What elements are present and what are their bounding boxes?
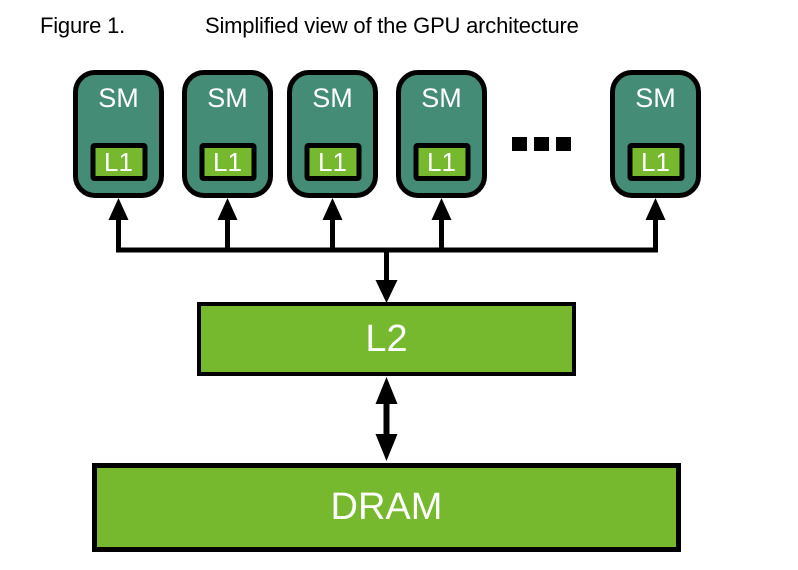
ellipsis-dot bbox=[556, 137, 571, 151]
sm-box-1: SM L1 bbox=[73, 70, 164, 198]
sm-label: SM bbox=[312, 83, 353, 113]
l1-cache-box: L1 bbox=[413, 143, 470, 181]
sm-label: SM bbox=[635, 83, 676, 113]
l1-cache-label: L1 bbox=[641, 147, 670, 177]
figure-title: Simplified view of the GPU architecture bbox=[205, 13, 579, 38]
arrow-bidirectional-l2-dram bbox=[375, 377, 398, 461]
figure-number: Figure 1. bbox=[40, 13, 126, 38]
l1-cache-box: L1 bbox=[90, 143, 147, 181]
arrow-up-sm-2 bbox=[217, 198, 238, 252]
arrow-up-sm-3 bbox=[322, 198, 343, 252]
arrow-up-sm-1 bbox=[108, 198, 129, 252]
sm-box-5: SM L1 bbox=[610, 70, 701, 198]
sm-label: SM bbox=[98, 83, 139, 113]
sm-label: SM bbox=[207, 83, 248, 113]
l1-cache-box: L1 bbox=[627, 143, 684, 181]
dram-label: DRAM bbox=[330, 486, 443, 528]
ellipsis-dot bbox=[512, 137, 527, 151]
l1-cache-label: L1 bbox=[427, 147, 456, 177]
sm-box-3: SM L1 bbox=[287, 70, 378, 198]
l2-cache-label: L2 bbox=[365, 317, 408, 360]
l2-cache-box: L2 bbox=[197, 302, 576, 376]
sm-label: SM bbox=[421, 83, 462, 113]
l1-cache-box: L1 bbox=[304, 143, 361, 181]
l1-cache-label: L1 bbox=[318, 147, 347, 177]
ellipsis-icon bbox=[512, 137, 571, 151]
l1-cache-label: L1 bbox=[104, 147, 133, 177]
ellipsis-dot bbox=[534, 137, 549, 151]
arrow-up-sm-4 bbox=[431, 198, 452, 252]
sm-box-4: SM L1 bbox=[396, 70, 487, 198]
arrow-up-sm-5 bbox=[645, 198, 666, 252]
l1-cache-box: L1 bbox=[199, 143, 256, 181]
dram-box: DRAM bbox=[92, 463, 681, 552]
sm-box-2: SM L1 bbox=[182, 70, 273, 198]
l1-cache-label: L1 bbox=[213, 147, 242, 177]
arrow-down-l2 bbox=[375, 250, 398, 303]
